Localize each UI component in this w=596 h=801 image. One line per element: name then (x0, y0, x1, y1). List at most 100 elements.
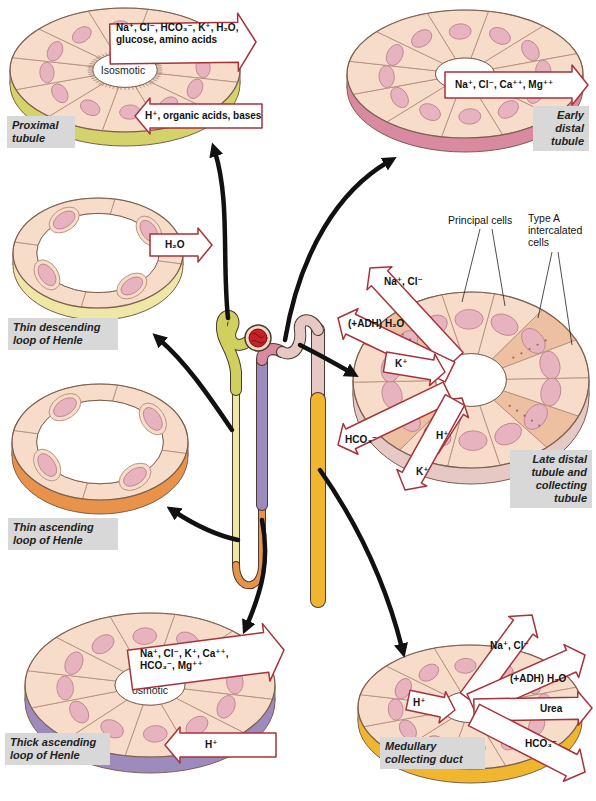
segment-name: Thick ascending loop of Henle (5, 733, 110, 765)
cell-nucleus (44, 39, 66, 64)
brush-border (156, 73, 161, 75)
segment-name: Early distal tubule (533, 106, 589, 151)
proximal-outline (222, 316, 247, 390)
transport-label: H⁺ (436, 430, 458, 442)
cell-granule (402, 333, 404, 335)
segment-name: Late distal tubule and collecting tubule (510, 450, 592, 508)
cell-nucleus (34, 261, 59, 289)
transport-label: Na⁺, Cl⁻, K⁺, Ca⁺⁺, HCO₃⁻, Mg⁺⁺ (140, 648, 260, 672)
brush-border (152, 59, 156, 60)
cell-nucleus (56, 676, 74, 701)
brush-border (156, 65, 161, 67)
brush-border (99, 56, 103, 58)
collecting-tubule (312, 330, 324, 400)
leader-line (462, 229, 480, 302)
cell-nucleus (78, 97, 103, 119)
brush-border (90, 75, 95, 77)
cell-nucleus (182, 712, 211, 739)
segment-name: Thin ascending loop of Henle (8, 518, 118, 550)
cell-nucleus (213, 692, 238, 721)
cell-nucleus (139, 404, 166, 434)
cell-nucleus (495, 97, 522, 122)
cell-nucleus (525, 712, 548, 738)
brush-border (102, 54, 105, 56)
cell-granule (545, 339, 547, 341)
brush-border (152, 79, 156, 80)
cell-nucleus (383, 42, 407, 69)
cell-nucleus (378, 65, 395, 88)
brush-border (117, 87, 118, 90)
epithelial-cell (497, 687, 582, 719)
cell-nucleus (184, 76, 206, 101)
pointer-arrow (247, 520, 265, 625)
cell-nucleus (195, 57, 211, 78)
segment-name: Medullary collecting duct (380, 737, 485, 769)
glomerulus-capillaries (252, 333, 264, 343)
cell-nucleus (34, 450, 61, 480)
tubule-wall (5, 600, 280, 795)
tubule-lumen (442, 692, 498, 723)
transport-arrow (135, 98, 262, 134)
cell-nucleus (89, 631, 118, 658)
transport-arrows (110, 13, 592, 781)
epithelial-cell (427, 10, 488, 59)
cell-granule (431, 353, 433, 355)
cell-granule (512, 356, 514, 358)
segment-name: Thin descending loop of Henle (8, 318, 118, 350)
brush-border (142, 53, 145, 55)
transport-label: H₂O (165, 239, 205, 251)
proximal-tubule (222, 316, 247, 390)
cell-granule (509, 405, 511, 407)
brush-border (109, 86, 111, 89)
transport-label: K⁺ (395, 358, 417, 370)
brush-border (88, 67, 93, 68)
brush-border (96, 57, 100, 59)
cell-nucleus (455, 309, 484, 329)
cell-nucleus (454, 658, 476, 674)
brush-border (117, 50, 118, 53)
tubule-cross-section: Thin descending loop of Henle (8, 188, 188, 358)
epithelial-cell (434, 645, 492, 692)
thin-ascending-outline (236, 505, 262, 585)
cell-nucleus (119, 104, 140, 120)
cell-nucleus (69, 23, 94, 46)
brush-border (128, 50, 130, 53)
cell-nucleus (39, 62, 55, 83)
brush-border (154, 78, 159, 79)
cell-nucleus (388, 698, 404, 720)
brush-border (90, 63, 95, 65)
transport-label: Urea (540, 703, 582, 715)
brush-border (102, 84, 105, 86)
brush-border (89, 73, 94, 75)
transport-label: H⁺, organic acids, bases (145, 110, 263, 122)
pointer-arrow (300, 345, 350, 372)
cell-nucleus (416, 661, 442, 685)
brush-border (105, 85, 108, 87)
thick-ascending-limb (257, 360, 267, 505)
cell-nucleus (48, 81, 71, 106)
tubule-cross-section: Thick ascending loop of HenleHypo- osmot… (5, 600, 280, 795)
pointer-arrow (215, 152, 228, 318)
cell-granule (516, 410, 518, 412)
cell-type-label: Type A intercalated cells (528, 212, 592, 248)
cell-nucleus (392, 676, 415, 702)
brush-border (150, 57, 154, 59)
cell-granule (411, 410, 413, 412)
thick-ascending-outline (256, 360, 268, 505)
brush-border (139, 52, 141, 55)
brush-border (89, 65, 94, 67)
cell-nucleus (518, 37, 543, 64)
transport-label: (+ADH) H₂O (510, 673, 580, 685)
cell-nucleus (136, 217, 161, 245)
brush-border (157, 71, 162, 72)
cell-granule (409, 338, 411, 340)
cell-nucleus (458, 108, 481, 125)
epithelial-cell (442, 89, 503, 138)
transport-label: (+ADH) H₂O (348, 318, 418, 330)
brush-border (136, 86, 138, 89)
cell-granule (520, 352, 522, 354)
nephron-illustration (222, 316, 318, 600)
transport-label: HCO₃⁻ (525, 738, 573, 750)
brush-border (148, 82, 152, 84)
